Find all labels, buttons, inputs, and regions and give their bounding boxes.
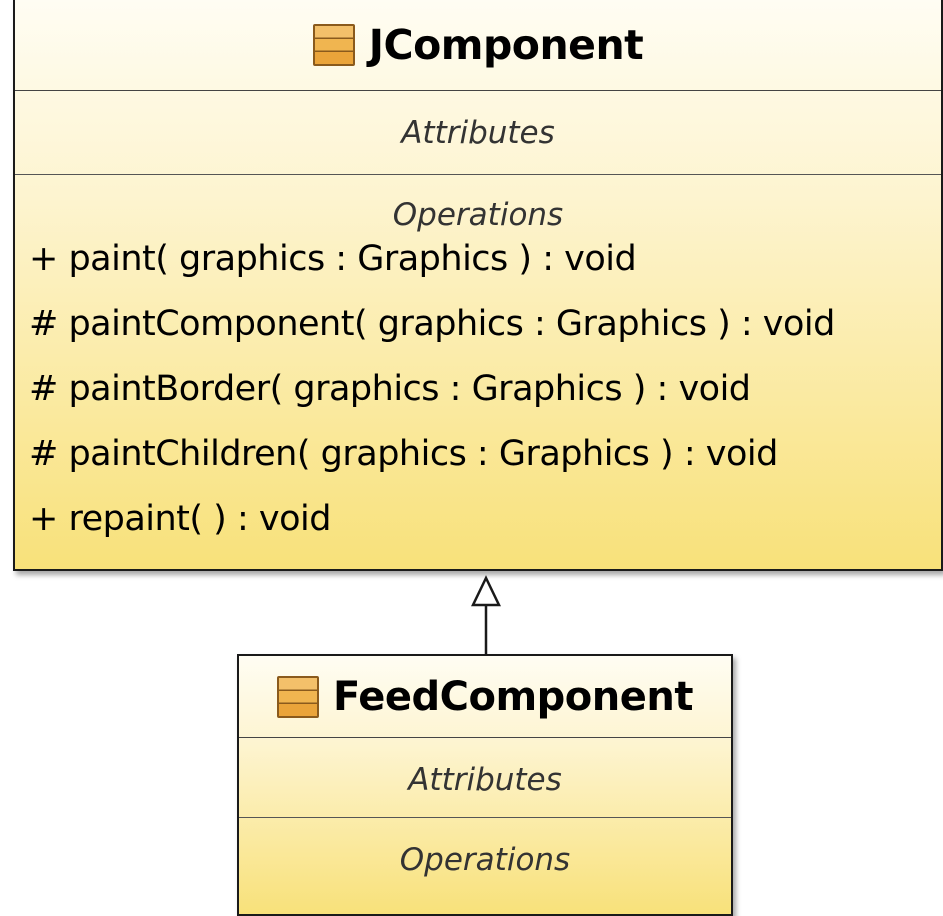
attributes-compartment: Attributes bbox=[15, 91, 941, 175]
operation-item[interactable]: + paint( graphics : Graphics ) : void bbox=[29, 239, 637, 279]
attributes-label: Attributes bbox=[408, 762, 562, 798]
class-icon bbox=[277, 675, 320, 718]
operation-item[interactable]: # paintBorder( graphics : Graphics ) : v… bbox=[29, 369, 751, 409]
class-jcomponent[interactable]: JComponent Attributes Operations + paint… bbox=[13, 0, 943, 571]
class-icon bbox=[312, 24, 355, 66]
class-name: JComponent bbox=[368, 21, 644, 69]
class-feedcomponent[interactable]: FeedComponent Attributes Operations bbox=[237, 654, 733, 916]
generalization-arrowhead bbox=[471, 575, 501, 607]
operations-label: Operations bbox=[399, 842, 571, 878]
class-name: FeedComponent bbox=[333, 673, 693, 720]
operations-compartment: Operations bbox=[239, 818, 731, 878]
attributes-label: Attributes bbox=[401, 115, 555, 151]
operations-label: Operations bbox=[392, 197, 564, 233]
operation-item[interactable]: + repaint( ) : void bbox=[29, 499, 331, 539]
operation-list: + paint( graphics : Graphics ) : void # … bbox=[15, 235, 941, 560]
class-header: JComponent bbox=[15, 0, 941, 91]
class-header: FeedComponent bbox=[239, 656, 731, 738]
operations-compartment: Operations + paint( graphics : Graphics … bbox=[15, 175, 941, 560]
attributes-compartment: Attributes bbox=[239, 738, 731, 818]
operation-item[interactable]: # paintComponent( graphics : Graphics ) … bbox=[29, 304, 835, 344]
operation-item[interactable]: # paintChildren( graphics : Graphics ) :… bbox=[29, 434, 778, 474]
